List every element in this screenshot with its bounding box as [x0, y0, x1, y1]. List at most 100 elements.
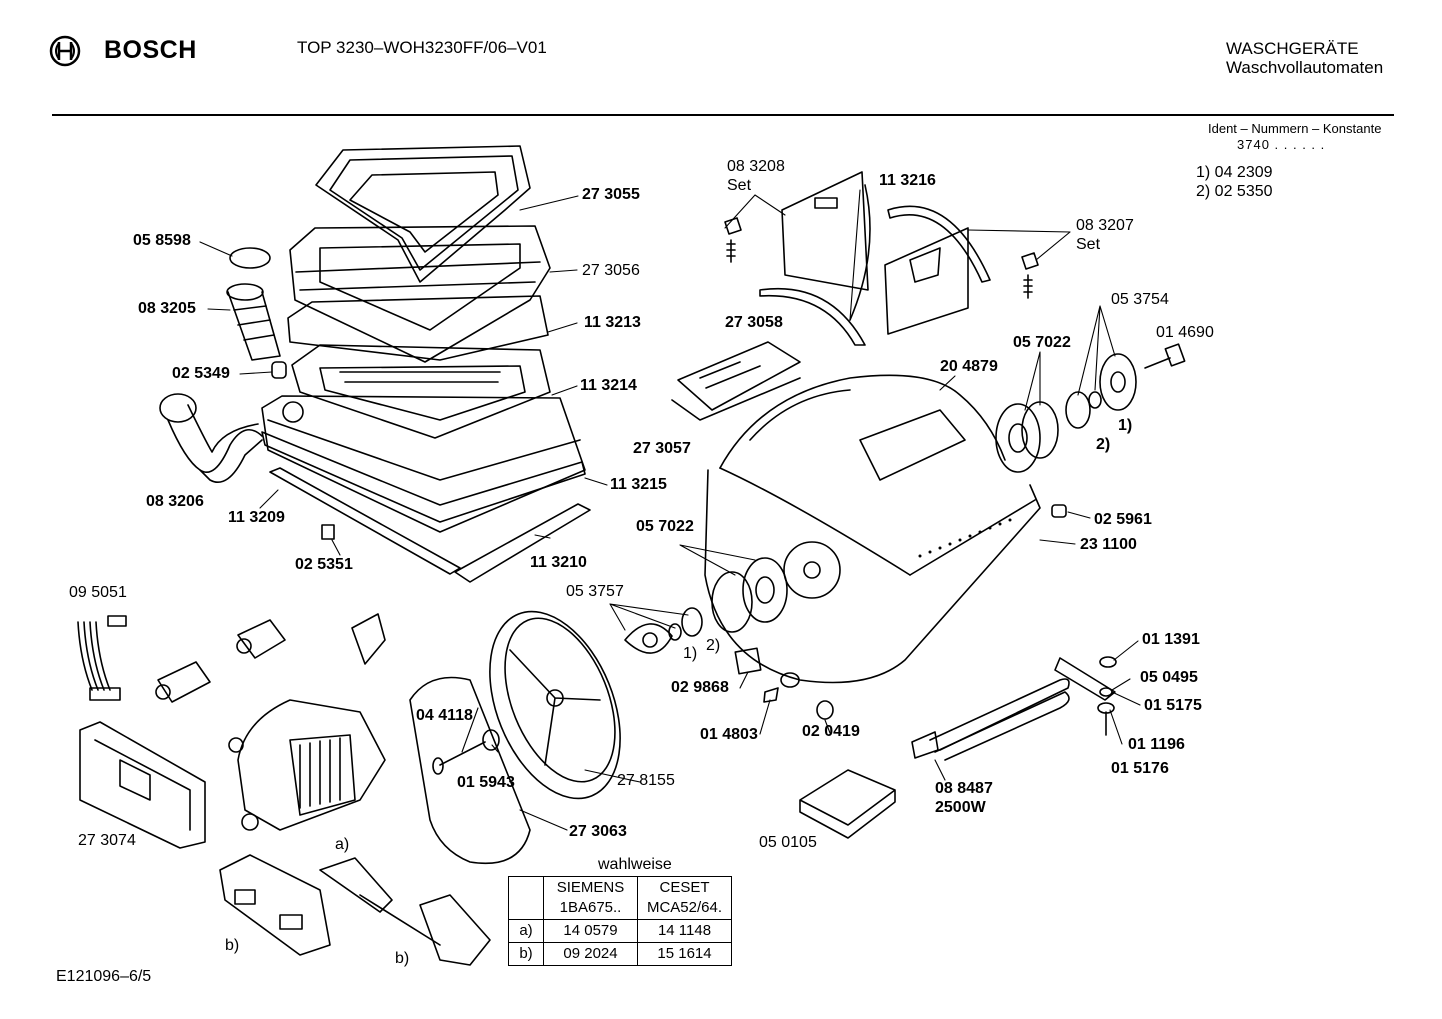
- row-ceset-value: 15 1614: [637, 942, 732, 966]
- bosch-armature-icon: [49, 35, 81, 67]
- drain-hose: [159, 393, 263, 483]
- part-label-044118: 04 4118: [416, 707, 473, 724]
- washer-015943: [482, 729, 500, 751]
- part-label-088487: 08 8487: [935, 780, 993, 797]
- foot-pad: [799, 769, 896, 839]
- footnote-2-right: 2): [1096, 436, 1111, 453]
- part-label-231100: 23 1100: [1080, 536, 1137, 553]
- clip: [321, 524, 335, 540]
- footnote-2-left: 2): [706, 637, 721, 654]
- header-divider: [52, 114, 1394, 116]
- drum-pulley: [489, 610, 621, 800]
- table-row: b) 09 2024 15 1614: [508, 942, 732, 966]
- part-label-014690: 01 4690: [1156, 324, 1214, 341]
- part-label-113213: 11 3213: [584, 314, 641, 331]
- set-label-1: Set: [727, 177, 752, 194]
- part-label-113214: 11 3214: [580, 377, 637, 394]
- leader-lines: [199, 189, 1141, 831]
- part-label-083208: 08 3208: [727, 158, 785, 175]
- footnote-1-left: 1): [683, 645, 698, 662]
- part-label-015943: 01 5943: [457, 774, 515, 791]
- part-label-273055: 27 3055: [582, 186, 640, 203]
- carbon-brush-holder: [219, 854, 331, 956]
- bellows-hose: [226, 283, 281, 361]
- drum-flap-right: [884, 227, 969, 335]
- sensor-plug: [763, 687, 779, 703]
- part-label-273063: 27 3063: [569, 823, 627, 840]
- part-label-050105: 05 0105: [759, 834, 817, 851]
- header-siemens-line-2: 1BA675..: [559, 899, 622, 916]
- part-label-015175: 01 5175: [1144, 697, 1202, 714]
- table-corner-cell: [508, 876, 544, 920]
- carbon-brush-set: [319, 857, 491, 966]
- plug-025961: [1051, 504, 1067, 518]
- part-label-029868: 02 9868: [671, 679, 729, 696]
- model-title: TOP 3230–WOH3230FF/06–V01: [297, 38, 547, 57]
- part-label-053754: 05 3754: [1111, 291, 1169, 308]
- category-line-1: WASCHGERÄTE: [1226, 39, 1359, 58]
- document-code: E121096–6/5: [56, 968, 152, 985]
- heating-element: [911, 678, 1070, 761]
- table-header-siemens: SIEMENS 1BA675..: [543, 876, 638, 920]
- lid-arc-left: [849, 184, 871, 321]
- detergent-tray: [315, 145, 531, 283]
- row-siemens-value: 09 2024: [543, 942, 638, 966]
- variant-marker-b-1: b): [225, 937, 240, 954]
- nut-011391: [1099, 656, 1117, 668]
- part-label-113209: 11 3209: [228, 509, 285, 526]
- ident-note-1: 1) 04 2309: [1196, 164, 1273, 181]
- part-label-025349: 02 5349: [172, 365, 230, 382]
- part-label-058598: 05 8598: [133, 232, 191, 249]
- part-label-083206: 08 3206: [146, 493, 204, 510]
- part-label-053757: 05 3757: [566, 583, 624, 600]
- options-table: SIEMENS 1BA675.. CESET MCA52/64. a) 14 0…: [508, 876, 732, 966]
- mounting-bracket: [351, 613, 386, 665]
- ident-note-2: 2) 02 5350: [1196, 183, 1273, 200]
- screw-set-right: [1021, 252, 1039, 299]
- part-label-083207: 08 3207: [1076, 217, 1134, 234]
- part-label-057022-left: 05 7022: [636, 518, 694, 535]
- drum-assembly: [704, 374, 1041, 684]
- options-table-title: wahlweise: [598, 856, 672, 873]
- heater-wattage: 2500W: [935, 799, 986, 816]
- part-label-015176: 01 5176: [1111, 760, 1169, 777]
- washer-014803: [780, 672, 800, 688]
- dispenser-housing-top: [289, 225, 551, 363]
- bolt-014690: [1144, 343, 1186, 369]
- part-label-083205: 08 3205: [138, 300, 196, 317]
- motor: [228, 699, 386, 831]
- header-ceset-line-1: CESET: [659, 879, 710, 896]
- part-label-011196: 01 1196: [1128, 736, 1185, 753]
- row-siemens-value: 14 0579: [543, 919, 638, 943]
- mounting-rail-right: [454, 503, 591, 583]
- part-label-095051: 09 5051: [69, 584, 127, 601]
- dispenser-seal: [287, 295, 549, 361]
- part-label-273058: 27 3058: [725, 314, 783, 331]
- lid-arc-right: [759, 287, 866, 346]
- bosch-logo: [48, 34, 82, 73]
- header-ceset-line-2: MCA52/64.: [646, 899, 723, 916]
- part-label-204879: 20 4879: [940, 358, 998, 375]
- bearing-flange-right: [995, 353, 1137, 473]
- variant-marker-b-2: b): [395, 950, 410, 967]
- part-label-273057: 27 3057: [633, 440, 691, 457]
- base-seal: [261, 431, 586, 523]
- part-label-014803: 01 4803: [700, 726, 758, 743]
- hose-sleeve: [271, 361, 287, 379]
- suppressor-capacitor-2: [155, 661, 211, 703]
- ident-title: Ident – Nummern – Konstante: [1208, 121, 1382, 136]
- part-label-273056: 27 3056: [582, 262, 640, 279]
- table-row: a) 14 0579 14 1148: [508, 919, 732, 943]
- set-label-2: Set: [1076, 236, 1101, 253]
- ident-value: 3740 . . . . . .: [1237, 137, 1326, 152]
- drive-belt: [409, 676, 531, 865]
- header-siemens-line-1: SIEMENS: [556, 879, 625, 896]
- table-header-row: SIEMENS 1BA675.. CESET MCA52/64.: [508, 876, 732, 920]
- mounting-rail-left: [269, 467, 461, 575]
- washer-015175: [1099, 687, 1113, 697]
- part-label-113215: 11 3215: [610, 476, 667, 493]
- drum-flap-left: [781, 171, 869, 291]
- heater-bracket: [1054, 657, 1116, 701]
- footnote-1-right: 1): [1118, 417, 1133, 434]
